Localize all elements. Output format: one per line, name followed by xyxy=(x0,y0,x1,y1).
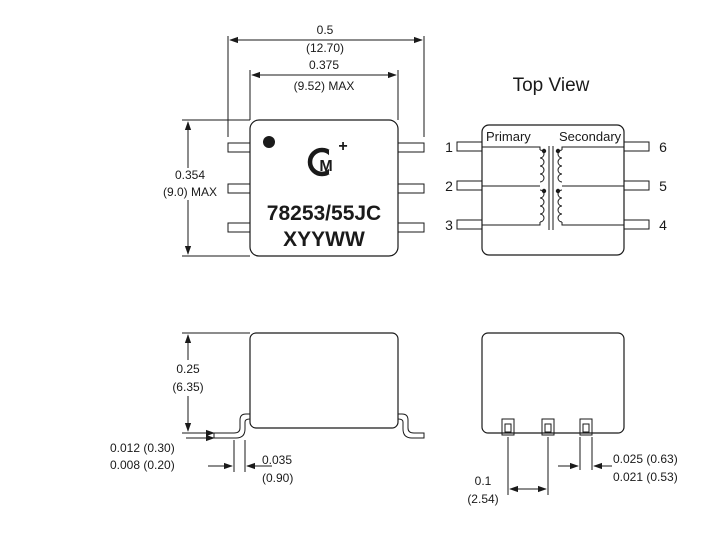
svg-text:M: M xyxy=(319,158,332,175)
top-view-title: Top View xyxy=(513,75,590,96)
dim-lead-pitch: 0.1 (2.54) xyxy=(467,437,549,506)
dim-lead-length: 0.035 (0.90) xyxy=(208,440,293,485)
primary-label: Primary xyxy=(486,129,531,144)
dim-lead-thick-min: 0.008 (0.20) xyxy=(110,458,175,472)
date-code: XYYWW xyxy=(283,228,365,251)
svg-text:+: + xyxy=(338,138,347,155)
dim-overall-width: 0.5 (12.70) xyxy=(227,23,425,137)
part-number: 78253/55JC xyxy=(267,202,381,225)
pin-5-label: 5 xyxy=(659,178,667,194)
end-view-body xyxy=(481,332,625,434)
dim-width-mm: (12.70) xyxy=(306,41,344,55)
package-top-drawing: 0.5 (12.70) 0.375 (9.52) MAX 0.354 (9.0)… xyxy=(158,23,425,257)
cm-plus-logo-icon: M + xyxy=(307,138,348,177)
pin-6-label: 6 xyxy=(659,139,667,155)
dim-side-height-mm: (6.35) xyxy=(172,380,203,394)
dim-width-in: 0.5 xyxy=(317,23,334,37)
dim-body-height: 0.354 (9.0) MAX xyxy=(158,119,250,257)
dim-lead-len-mm: (0.90) xyxy=(262,471,293,485)
package-body-top xyxy=(249,119,399,257)
top-view-drawing: Top View Primary Secondary 1 2 3 6 5 4 xyxy=(445,75,667,256)
pin-3-label: 3 xyxy=(445,217,453,233)
dim-body-width: 0.375 (9.52) MAX xyxy=(249,58,399,120)
pin1-dot-icon xyxy=(263,136,275,148)
side-view-body xyxy=(249,332,399,429)
transformer-schematic xyxy=(482,146,624,230)
dim-lead-len-in: 0.035 xyxy=(262,453,292,467)
dim-height-mm: (9.0) MAX xyxy=(163,185,217,199)
end-view-leads xyxy=(501,418,593,436)
secondary-label: Secondary xyxy=(559,129,622,144)
pin-4-label: 4 xyxy=(659,217,667,233)
pin-1-label: 1 xyxy=(445,139,453,155)
dim-lead-w-min: 0.021 (0.53) xyxy=(613,470,678,484)
dim-height-in: 0.354 xyxy=(175,168,205,182)
dim-lead-w-max: 0.025 (0.63) xyxy=(613,452,678,466)
dim-lead-thickness: 0.012 (0.30) 0.008 (0.20) xyxy=(110,429,215,472)
dim-inner-mm: (9.52) MAX xyxy=(294,79,355,93)
side-view-drawing: 0.25 (6.35) 0.012 (0.30) 0.008 (0.20) 0.… xyxy=(110,332,425,485)
dim-side-height: 0.25 (6.35) xyxy=(166,332,250,434)
dim-inner-in: 0.375 xyxy=(309,58,339,72)
top-leads xyxy=(227,142,425,233)
pin-2-label: 2 xyxy=(445,178,453,194)
dim-pitch-in: 0.1 xyxy=(475,474,492,488)
end-view-drawing: 0.1 (2.54) 0.025 (0.63) 0.021 (0.53) xyxy=(467,332,678,506)
dim-lead-thick-max: 0.012 (0.30) xyxy=(110,441,175,455)
dim-lead-width: 0.025 (0.63) 0.021 (0.53) xyxy=(558,437,678,484)
dim-pitch-mm: (2.54) xyxy=(467,492,498,506)
dim-side-height-in: 0.25 xyxy=(176,362,200,376)
